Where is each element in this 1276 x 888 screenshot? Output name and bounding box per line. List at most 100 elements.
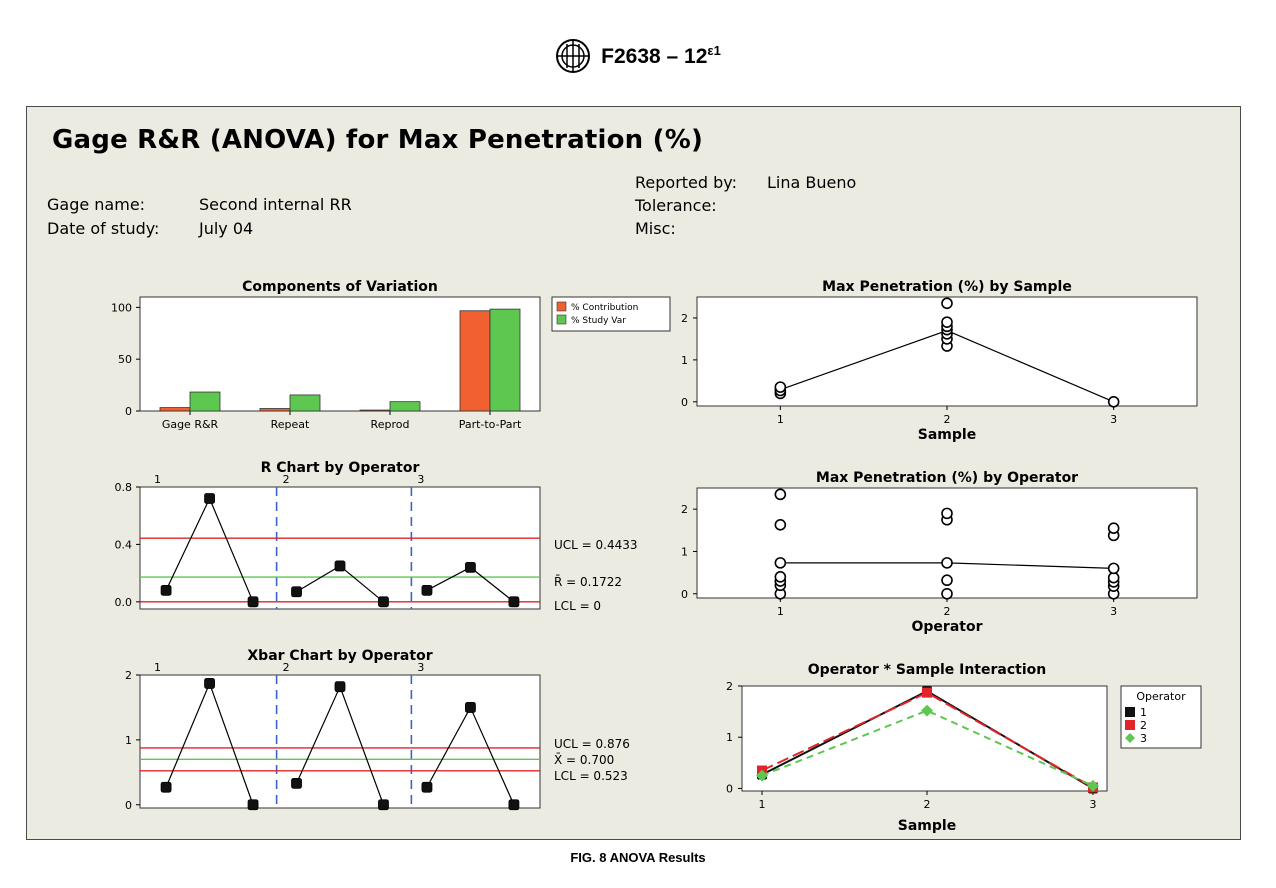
components-bar-contribution [159, 407, 191, 412]
interaction-legend-label: 3 [1140, 732, 1147, 745]
rchart-y-tick-label: 0.4 [115, 538, 133, 551]
byoperator-y-tick-label: 1 [681, 545, 688, 558]
xbarchart-point [421, 781, 433, 793]
rchart-y-tick-label: 0.8 [115, 481, 133, 494]
bysample-y-tick-label: 0 [681, 396, 688, 409]
xbarchart-point [334, 681, 346, 693]
xbarchart-operator-label: 3 [417, 661, 424, 674]
xbarchart-point [508, 799, 520, 811]
gage-name-label: Gage name: [47, 195, 146, 214]
components-category-label: Gage R&R [162, 418, 219, 431]
xbarchart-operator-label: 1 [154, 661, 161, 674]
xbarchart-plot-area [139, 674, 541, 809]
bysample-point [774, 381, 787, 393]
components-category-label: Repeat [271, 418, 310, 431]
rchart-point [508, 596, 520, 608]
components-bar-contribution [359, 409, 391, 412]
interaction-legend-label: 1 [1140, 706, 1147, 719]
date-value: July 04 [199, 219, 254, 238]
components-bar-study-var [189, 391, 221, 412]
xbarchart-point [160, 781, 172, 793]
bysample-y-tick-label: 2 [681, 312, 688, 325]
byoperator-point [1107, 571, 1120, 584]
interaction-x-tick-label: 3 [1090, 798, 1097, 811]
byoperator-x-axis-label: Operator [912, 619, 983, 635]
bysample-x-tick-label: 2 [944, 413, 951, 426]
components-bar-study-var [289, 394, 321, 412]
document-header: F2638 – 12ε1 [0, 36, 1276, 76]
byoperator-point [941, 557, 953, 569]
byoperator-point [1107, 522, 1120, 534]
byoperator-y-tick-label: 2 [681, 503, 688, 516]
interaction-y-tick-label: 0 [726, 782, 733, 795]
xbarchart-point [291, 777, 302, 789]
components-title: Components of Variation [242, 279, 438, 295]
bysample-point [1107, 396, 1120, 408]
gage-name-value: Second internal RR [199, 195, 352, 214]
rchart-center-label: R̄ = 0.1722 [554, 575, 622, 589]
xbarchart-point [247, 799, 259, 811]
xbarchart-y-tick-label: 1 [125, 734, 132, 747]
xbar-ucl-label: UCL = 0.876 [554, 737, 630, 751]
rchart-point [204, 493, 215, 504]
xbarchart-point [465, 702, 476, 713]
byoperator-point [941, 507, 953, 520]
byoperator-title: Max Penetration (%) by Operator [816, 470, 1078, 486]
byoperator-point [774, 557, 787, 569]
rchart-operator-label: 3 [417, 473, 424, 486]
misc-label: Misc: [635, 219, 676, 238]
interaction-x-tick-label: 2 [924, 798, 931, 811]
interaction-plot-area [741, 685, 1108, 792]
xbar-center-label: X̄ = 0.700 [554, 753, 614, 767]
report-title: Gage R&R (ANOVA) for Max Penetration (%) [52, 125, 704, 155]
components-legend [551, 296, 671, 332]
components-y-tick-label: 0 [125, 405, 132, 418]
legend-label: % Contribution [571, 303, 638, 313]
components-y-tick-label: 50 [118, 353, 132, 366]
interaction-x-tick-label: 1 [759, 798, 766, 811]
bysample-point [941, 297, 953, 310]
legend-marker [1125, 720, 1135, 730]
interaction-x-axis-label: Sample [898, 818, 956, 834]
rchart-point [465, 561, 476, 573]
legend-marker [1125, 707, 1135, 717]
xbar-lcl-label: LCL = 0.523 [554, 769, 628, 783]
interaction-y-tick-label: 1 [726, 731, 733, 744]
rchart-point [334, 560, 346, 572]
bysample-x-tick-label: 1 [777, 413, 784, 426]
bysample-point [941, 316, 953, 328]
byoperator-point [941, 587, 953, 600]
components-bar-contribution [459, 310, 491, 412]
byoperator-point [941, 574, 953, 587]
astm-logo [556, 39, 591, 73]
rchart-title: R Chart by Operator [261, 460, 420, 476]
xbarchart-operator-label: 2 [283, 661, 290, 674]
interaction-point [922, 687, 932, 698]
byoperator-x-tick-label: 3 [1110, 605, 1117, 618]
designation: F2638 – 12ε1 [601, 43, 721, 68]
xbarchart-y-tick-label: 2 [125, 669, 132, 682]
byoperator-point [774, 488, 787, 501]
tolerance-label: Tolerance: [635, 196, 717, 215]
components-category-label: Reprod [371, 418, 410, 431]
xbarchart-point [378, 799, 389, 811]
rchart-operator-label: 2 [283, 473, 290, 486]
byoperator-x-tick-label: 2 [944, 605, 951, 618]
components-category-label: Part-to-Part [459, 418, 522, 431]
rchart-lcl-label: LCL = 0 [554, 599, 601, 613]
legend-label: % Study Var [571, 316, 626, 326]
components-bar-contribution [259, 408, 291, 412]
rchart-operator-label: 1 [154, 473, 161, 486]
reported-by-value: Lina Bueno [767, 173, 857, 192]
xbarchart-y-tick-label: 0 [125, 799, 132, 812]
rchart-point [160, 584, 172, 596]
components-y-tick-label: 100 [111, 301, 132, 314]
byoperator-point [774, 519, 787, 531]
rchart-plot-area [139, 486, 541, 610]
byoperator-point [774, 571, 787, 583]
rchart-y-tick-label: 0.0 [115, 596, 133, 609]
date-label: Date of study: [47, 219, 160, 238]
interaction-title: Operator * Sample Interaction [808, 662, 1046, 678]
xbarchart-title: Xbar Chart by Operator [247, 648, 432, 664]
